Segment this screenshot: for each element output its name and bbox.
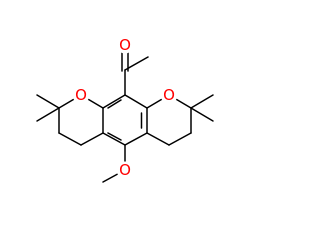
structure-canvas: O O O O xyxy=(36,36,214,183)
bond-left-ch2b-to-ar xyxy=(80,132,104,146)
bond-acetyl-methyl xyxy=(124,56,149,71)
bond-ar-topleft-top xyxy=(102,94,126,109)
bond-left-ch2a-to-ch2b xyxy=(58,132,82,146)
atom-mask xyxy=(116,36,134,54)
atom-o-carbonyl: O xyxy=(119,36,131,54)
bond-right-methyl-b xyxy=(190,107,214,122)
bond-left-methyl-b xyxy=(36,107,60,122)
molecule-drawing: O O O O xyxy=(36,36,214,183)
atom-o-ring-left: O xyxy=(75,86,87,104)
bond-right-ch2a-to-ch2b xyxy=(168,132,192,146)
bond-ar-inner-topleft xyxy=(107,99,122,109)
bond-right-methyl-a xyxy=(190,94,214,109)
bond-ar-inner-bottomleft xyxy=(107,132,122,141)
atom-o-ring-right: O xyxy=(163,86,175,104)
atom-mask xyxy=(160,86,178,104)
atom-labels: O O O O xyxy=(72,36,178,179)
bond-ar-top-topright xyxy=(124,94,148,109)
bond-left-methyl-a xyxy=(36,94,60,109)
atom-mask xyxy=(116,161,134,179)
bond-right-ch2b-to-ar xyxy=(146,132,170,146)
bond-ar-bottomright-bottom xyxy=(124,132,148,146)
atom-mask xyxy=(72,86,90,104)
bond-ar-bottom-bottomleft xyxy=(102,132,126,146)
atom-o-methoxy: O xyxy=(119,161,131,179)
